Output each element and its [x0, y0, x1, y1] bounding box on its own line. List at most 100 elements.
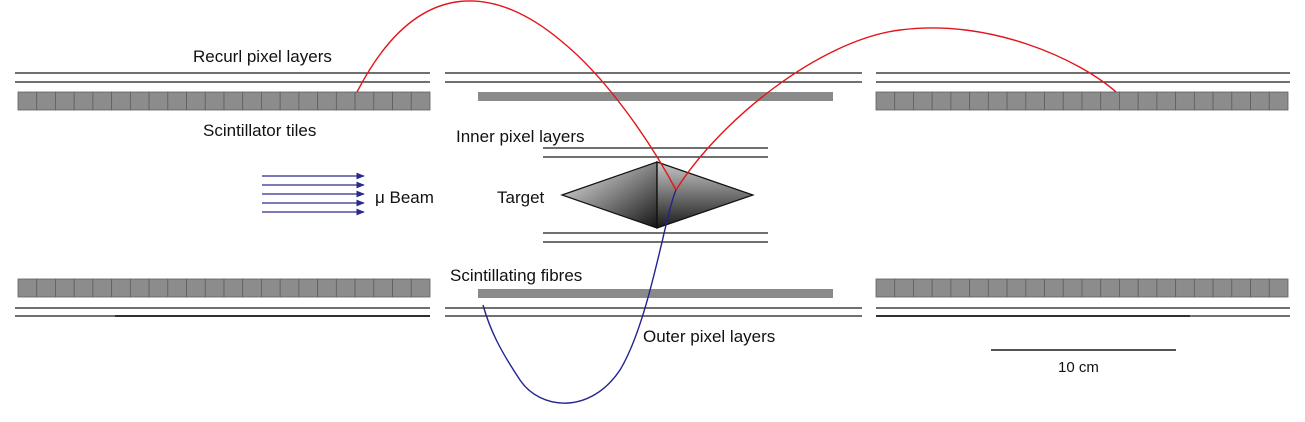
scintillator-tile — [1100, 278, 1120, 298]
scintillator-tile — [1268, 91, 1289, 111]
scintillator-tile — [1156, 91, 1177, 111]
scintillating-fibre-top — [478, 92, 833, 101]
scintillator-tile — [1006, 91, 1027, 111]
scintillator-tile — [92, 278, 113, 298]
label-target: Target — [497, 188, 545, 207]
scintillator-tile — [969, 278, 989, 298]
scintillator-tile — [1193, 278, 1214, 298]
scintillator-tile — [17, 278, 38, 298]
scintillator-tile — [1119, 91, 1139, 111]
scintillator-tile — [1212, 278, 1233, 298]
label-inner-pixel-layers: Inner pixel layers — [456, 127, 585, 146]
scintillator-tile — [1175, 91, 1195, 111]
scintillator-tile — [969, 91, 989, 111]
scintillator-tile — [261, 278, 281, 298]
scintillator-tile — [55, 91, 75, 111]
scintillator-tile — [894, 278, 914, 298]
scintillator-tile — [1006, 278, 1027, 298]
electron-track-red-right — [675, 27, 1117, 191]
scintillator-tile — [354, 278, 375, 298]
scintillator-tile — [1062, 278, 1083, 298]
scintillator-tile — [92, 91, 113, 111]
scintillator-tile — [410, 91, 431, 111]
scintillator-tile — [111, 278, 131, 298]
scintillator-tile — [298, 278, 319, 298]
label-recurl-pixel-layers: Recurl pixel layers — [193, 47, 332, 66]
scintillator-tile — [317, 278, 337, 298]
inner-pixel-layers — [543, 147, 768, 243]
scintillator-tile — [1062, 91, 1083, 111]
scintillator-tile — [167, 278, 187, 298]
scintillator-tile — [913, 91, 933, 111]
scintillator-tile — [1231, 278, 1251, 298]
scintillator-tile — [129, 278, 150, 298]
electron-track-red-left — [356, 0, 677, 191]
scintillator-tile — [279, 91, 300, 111]
scintillator-tile — [1156, 278, 1177, 298]
scintillator-tile — [931, 91, 952, 111]
scintillator-tile — [129, 91, 150, 111]
scintillator-tile — [279, 278, 300, 298]
label-mu-beam: μ Beam — [375, 188, 434, 207]
outer-pixel-layers-bottom — [15, 307, 1290, 317]
scintillator-tile — [36, 91, 56, 111]
scintillator-tile — [987, 91, 1008, 111]
scintillator-tile — [204, 91, 225, 111]
scintillator-tile — [875, 278, 896, 298]
scintillator-tiles-bottom-left — [17, 278, 431, 298]
scintillator-tile — [73, 278, 94, 298]
scintillator-tile — [1044, 278, 1064, 298]
scintillator-tile — [204, 278, 225, 298]
label-scale-bar: 10 cm — [1058, 359, 1099, 376]
scintillator-tile — [1231, 91, 1251, 111]
positron-track-blue — [482, 189, 677, 404]
scintillator-tile — [1025, 278, 1045, 298]
scintillating-fibre-bottom — [478, 289, 833, 298]
scintillator-tile — [354, 91, 375, 111]
beam-arrows-icon — [262, 172, 365, 216]
scintillator-tile — [1137, 91, 1158, 111]
scintillator-tile — [335, 278, 356, 298]
scintillator-tile — [111, 91, 131, 111]
scintillator-tile — [894, 91, 914, 111]
scintillator-tile — [392, 91, 412, 111]
scintillator-tile — [1081, 91, 1102, 111]
scintillator-tiles-bottom-right — [875, 278, 1289, 298]
scintillator-tile — [242, 91, 262, 111]
recurl-pixel-layers-top — [15, 72, 1290, 83]
label-scintillator-tiles: Scintillator tiles — [203, 121, 316, 140]
scintillator-tile — [950, 278, 971, 298]
scintillator-tile — [261, 91, 281, 111]
scintillator-tile — [1119, 278, 1139, 298]
scintillator-tile — [1268, 278, 1289, 298]
scintillator-tile — [1025, 91, 1045, 111]
scintillator-tile — [186, 91, 206, 111]
scintillator-tile — [17, 91, 38, 111]
scintillator-tile — [1044, 91, 1064, 111]
target-icon — [560, 161, 755, 229]
scintillator-tile — [186, 278, 206, 298]
scintillator-tile — [242, 278, 262, 298]
scintillator-tile — [36, 278, 56, 298]
scintillator-tile — [373, 278, 393, 298]
scintillator-tile — [875, 91, 896, 111]
scintillator-tile — [148, 278, 169, 298]
scintillator-tile — [1175, 278, 1195, 298]
scintillator-tile — [73, 91, 94, 111]
scintillator-tile — [317, 91, 337, 111]
scintillator-tile — [913, 278, 933, 298]
scintillator-tile — [1100, 91, 1120, 111]
scintillator-tile — [223, 278, 244, 298]
scintillator-tile — [1137, 278, 1158, 298]
scintillator-tile — [1212, 91, 1233, 111]
scintillator-tiles-top-left — [17, 91, 431, 111]
scintillator-tile — [1081, 278, 1102, 298]
scintillator-tile — [167, 91, 187, 111]
scintillator-tile — [950, 91, 971, 111]
scintillator-tiles-top-right — [875, 91, 1289, 111]
scintillator-tile — [410, 278, 431, 298]
label-outer-pixel-layers: Outer pixel layers — [643, 327, 775, 346]
scintillator-tile — [55, 278, 75, 298]
